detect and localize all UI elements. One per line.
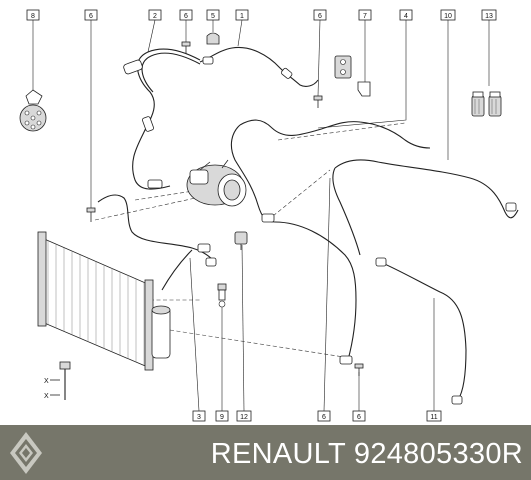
callout-12-label: 12 xyxy=(240,414,248,421)
callout-5: 5 xyxy=(206,9,220,21)
callout-6-label: 6 xyxy=(89,13,93,20)
bolt-top xyxy=(181,41,191,54)
leader-lines xyxy=(32,19,490,412)
callout-6-valve-bolt: 6 xyxy=(313,9,327,21)
callout-6-label: 6 xyxy=(318,13,322,20)
callout-10-label: 10 xyxy=(444,13,452,20)
brand-footer: RENAULT 924805330R xyxy=(0,425,531,480)
callout-2-label: 2 xyxy=(153,13,157,20)
brand-part-number: RENAULT 924805330R xyxy=(211,438,523,471)
callout-13-label: 13 xyxy=(485,13,493,20)
evaporator-pipe-4-part xyxy=(230,119,431,365)
x-mark-lower: X xyxy=(44,393,49,400)
compressor-part xyxy=(186,159,247,207)
callout-3-label: 3 xyxy=(197,414,201,421)
seal-plug-part xyxy=(19,89,47,132)
pipe-11-part xyxy=(375,257,467,405)
torque-bolt-detail: X X xyxy=(44,361,71,400)
bracket-part xyxy=(357,81,371,97)
callout-6-label: 6 xyxy=(357,414,361,421)
callout-7-label: 7 xyxy=(363,13,367,20)
callout-10: 10 xyxy=(440,9,456,21)
callout-6-label: 6 xyxy=(184,13,188,20)
bolt-bottom xyxy=(354,363,364,376)
condenser-part xyxy=(37,231,171,371)
pressure-switch-part xyxy=(234,231,248,250)
callout-4: 4 xyxy=(399,9,413,21)
callout-8: 8 xyxy=(26,9,40,21)
callout-9-label: 9 xyxy=(220,414,224,421)
callout-6-bottom-left: 6 xyxy=(317,410,331,422)
brand-name: RENAULT xyxy=(210,438,346,470)
part-number: 924805330R xyxy=(353,438,523,470)
bolt-left xyxy=(86,207,96,222)
callout-12: 12 xyxy=(236,410,252,422)
suction-hose-part xyxy=(123,48,201,190)
callout-1: 1 xyxy=(235,9,249,21)
callout-6-bottom-right: 6 xyxy=(352,410,366,422)
expansion-valve-part xyxy=(334,55,352,79)
callout-4-label: 4 xyxy=(404,13,408,20)
callout-7: 7 xyxy=(358,9,372,21)
callout-6-pipe-bolt-left: 6 xyxy=(84,9,98,21)
callout-6-top-bolt: 6 xyxy=(179,9,193,21)
pipe-10-part xyxy=(332,159,519,256)
x-mark-upper: X xyxy=(44,378,49,385)
renault-logo-icon xyxy=(10,432,42,474)
callout-11: 11 xyxy=(426,410,442,422)
callout-9: 9 xyxy=(215,410,229,422)
callout-1-label: 1 xyxy=(240,13,244,20)
callout-2: 2 xyxy=(148,9,162,21)
ac-pipes-exploded-diagram: 8 6 2 6 5 1 6 7 4 10 13 3 9 12 6 6 1 xyxy=(19,9,519,422)
clip-part xyxy=(206,32,220,45)
valve-caps-part xyxy=(471,91,502,117)
callout-11-label: 11 xyxy=(430,414,437,421)
callout-13: 13 xyxy=(481,9,497,21)
discharge-pipe-part xyxy=(97,194,217,291)
callout-6-label: 6 xyxy=(322,414,326,421)
callout-8-label: 8 xyxy=(31,13,35,20)
callout-5-label: 5 xyxy=(211,13,215,20)
callout-3: 3 xyxy=(192,410,206,422)
bolt-valve xyxy=(313,95,323,108)
pressure-hose-part xyxy=(199,46,319,87)
service-valve-part xyxy=(217,283,227,308)
